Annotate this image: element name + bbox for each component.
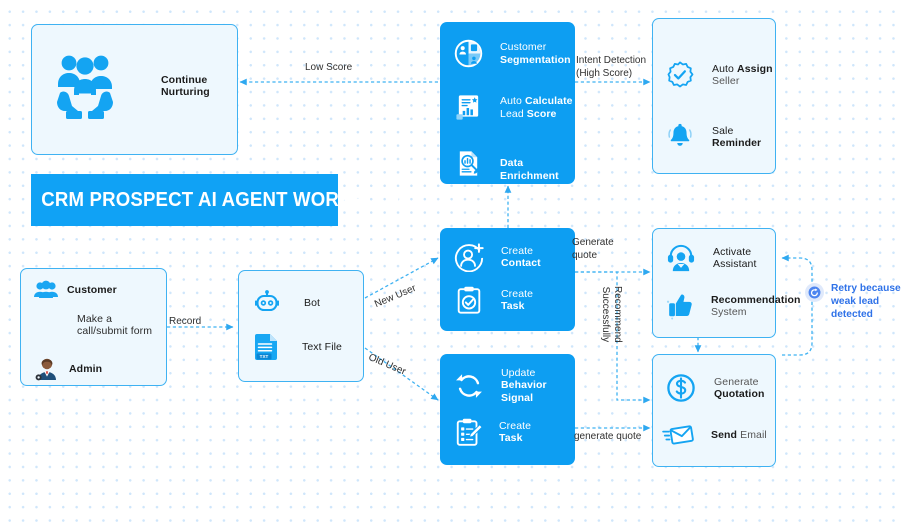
badge-check-icon (666, 61, 694, 89)
user-plus-icon (454, 242, 484, 272)
page-title: CRM PROSPECT AI AGENT WORKFLOW (31, 174, 408, 226)
edge-label-recommend-successfully: Recommend Successfully (600, 286, 624, 343)
bell-icon (666, 123, 694, 151)
assign-item-1-label: Sale Reminder (712, 124, 762, 149)
bot-label: Bot (304, 296, 321, 309)
svg-text:TXT: TXT (260, 354, 269, 359)
edge-label-old-user: Old User (366, 352, 408, 378)
text-file-icon: TXT (253, 332, 281, 362)
assistant-item-0-label: Activate Assistant (713, 245, 757, 270)
node-source[interactable]: Customer Make a call/submit form Admin (20, 268, 167, 386)
node-continue-nurturing[interactable]: Continue Nurturing (31, 24, 238, 155)
node-bot-file[interactable]: Bot TXT Text File (238, 270, 364, 382)
edge-label-new-user: New User (373, 282, 418, 311)
retry-circle-icon (805, 283, 824, 302)
edge-label-low-score: Low Score (305, 62, 353, 73)
quotation-item-1-label: Send Email (711, 428, 767, 441)
source-item-label-2: Admin (69, 362, 103, 375)
node-continue-nurturing-label: Continue Nurturing (161, 73, 210, 98)
lead-score-chart-icon (454, 93, 483, 122)
retry-note: Retry because weak lead detected (805, 282, 901, 321)
refresh-sync-icon (454, 371, 484, 401)
source-item-label-0: Customer (67, 283, 117, 296)
admin-person-icon (34, 357, 60, 381)
customer-group-icon (34, 280, 58, 300)
bot-icon (253, 290, 281, 316)
customer-segmentation-icon (454, 39, 483, 68)
envelope-send-icon (662, 422, 696, 448)
clipboard-pencil-icon (454, 417, 484, 447)
text-file-label: Text File (302, 340, 342, 353)
dollar-circle-icon (666, 373, 696, 403)
edge-label-generate-quote-upper: Generate quote (572, 237, 614, 261)
thumbs-up-icon (666, 292, 694, 320)
nurture-hands-people-icon (52, 51, 118, 121)
edge-label-intent-detection: Intent Detection (High Score) (576, 55, 647, 79)
data-enrichment-icon (454, 149, 483, 178)
edge-label-generate-quote-lower: generate quote (574, 431, 642, 442)
scoring-item-2-label: Data Enrichment (500, 157, 559, 182)
edge-label-record: Record (169, 316, 202, 327)
clipboard-check-icon (454, 285, 484, 315)
headset-assistant-icon (666, 244, 696, 272)
retry-note-text: Retry because weak lead detected (831, 283, 901, 320)
source-note: Make a call/submit form (77, 313, 153, 338)
page-title-text: CRM PROSPECT AI AGENT WORKFLOW (41, 188, 409, 211)
